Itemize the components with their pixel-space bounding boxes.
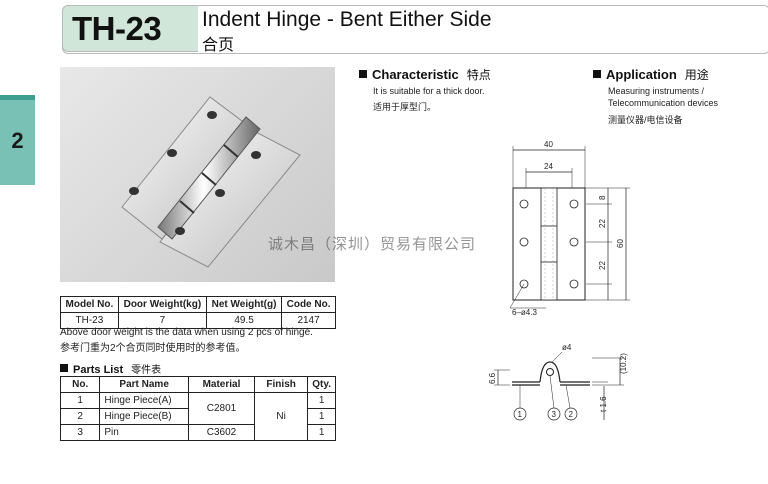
parts-list-heading: Parts List 零件表 bbox=[60, 361, 161, 376]
spec-col-model: Model No. bbox=[60, 296, 119, 313]
square-bullet-icon bbox=[593, 70, 601, 78]
dim-width-40: 40 bbox=[544, 140, 553, 149]
dim-height-60: 60 bbox=[616, 239, 625, 248]
application-heading: Application 用途 bbox=[593, 66, 709, 83]
table-row: 3 Pin C3602 1 bbox=[59, 424, 336, 441]
parts-col-name: Part Name bbox=[99, 376, 189, 393]
part-material-ab: C2801 bbox=[187, 392, 256, 425]
part-qty: 1 bbox=[307, 408, 336, 425]
part-name: Pin bbox=[99, 424, 189, 441]
watermark-text: 诚木昌（深圳）贸易有限公司 bbox=[268, 236, 477, 253]
model-title: TH-23 bbox=[72, 10, 162, 47]
parts-title-en: Parts List bbox=[73, 364, 124, 376]
callout-3: 3 bbox=[552, 410, 557, 419]
parts-col-finish: Finish bbox=[254, 376, 309, 393]
dim-6-6: 6.6 bbox=[488, 372, 497, 384]
application-text-en-2: Telecommunication devices bbox=[608, 98, 719, 108]
chapter-number: 2 bbox=[11, 128, 24, 153]
spec-model: TH-23 bbox=[60, 312, 119, 329]
dim-22-lower: 22 bbox=[598, 261, 607, 270]
note-en: Above door weight is the data when using… bbox=[60, 327, 313, 338]
application-text-en-1: Measuring instruments / bbox=[608, 86, 705, 96]
parts-col-no: No. bbox=[59, 376, 101, 393]
spec-table: Model No. Door Weight(kg) Net Weight(g) … bbox=[60, 296, 336, 329]
part-qty: 1 bbox=[307, 424, 336, 441]
dim-8: 8 bbox=[598, 195, 607, 200]
spec-col-code: Code No. bbox=[281, 296, 336, 313]
square-bullet-icon bbox=[359, 70, 367, 78]
front-view-drawing: 40 24 8 22 22 60 6–ø4.3 bbox=[509, 140, 630, 317]
product-title-en: Indent Hinge - Bent Either Side bbox=[202, 8, 492, 31]
application-title-en: Application bbox=[606, 67, 677, 82]
dim-10-2: (10.2) bbox=[619, 353, 628, 374]
product-photo bbox=[60, 67, 335, 282]
parts-col-qty: Qty. bbox=[307, 376, 336, 393]
chapter-tab-accent bbox=[0, 95, 35, 100]
part-no: 3 bbox=[59, 424, 101, 441]
characteristic-text-zh: 适用于厚型门。 bbox=[373, 102, 437, 112]
parts-title-zh: 零件表 bbox=[131, 365, 162, 376]
spec-header-row: Model No. Door Weight(kg) Net Weight(g) … bbox=[60, 296, 336, 313]
spec-col-door-weight: Door Weight(kg) bbox=[117, 296, 207, 313]
part-qty: 1 bbox=[307, 392, 336, 409]
dim-holes: 6–ø4.3 bbox=[512, 308, 537, 317]
part-name: Hinge Piece(B) bbox=[99, 408, 189, 425]
characteristic-title-en: Characteristic bbox=[372, 67, 459, 82]
characteristic-heading: Characteristic 特点 bbox=[359, 66, 491, 83]
characteristic-text-en: It is suitable for a thick door. bbox=[373, 86, 485, 96]
chapter-tab bbox=[0, 95, 35, 185]
part-finish: Ni bbox=[254, 392, 309, 441]
part-material-pin: C3602 bbox=[187, 424, 256, 441]
application-text-zh: 测量仪器/电信设备 bbox=[608, 115, 683, 125]
callout-1: 1 bbox=[518, 410, 523, 419]
dim-22-upper: 22 bbox=[598, 219, 607, 228]
side-view-drawing: ø4 (10.2) t 1.6 6.6 1 3 2 bbox=[488, 343, 628, 421]
parts-header-row: No. Part Name Material Finish Qty. bbox=[59, 376, 336, 393]
product-title-zh: 合页 bbox=[202, 37, 235, 54]
hinge-illustration bbox=[121, 96, 301, 268]
part-no: 1 bbox=[59, 392, 101, 409]
part-name: Hinge Piece(A) bbox=[99, 392, 189, 409]
application-title-zh: 用途 bbox=[684, 68, 709, 82]
callout-2: 2 bbox=[569, 410, 574, 419]
parts-table: No. Part Name Material Finish Qty. 1 Hin… bbox=[59, 376, 336, 441]
parts-col-material: Material bbox=[187, 376, 256, 393]
square-bullet-icon bbox=[60, 364, 68, 372]
header-model-band bbox=[62, 5, 198, 52]
dim-phi4: ø4 bbox=[562, 343, 572, 352]
characteristic-title-zh: 特点 bbox=[466, 68, 491, 82]
dim-width-24: 24 bbox=[544, 162, 553, 171]
spec-col-net-weight: Net Weight(g) bbox=[205, 296, 283, 313]
table-row: 1 Hinge Piece(A) C2801 Ni 1 bbox=[59, 392, 336, 441]
note-zh: 参考门重为2个合页同时使用时的参考值。 bbox=[60, 343, 246, 354]
spec-code: 2147 bbox=[281, 312, 336, 329]
part-no: 2 bbox=[59, 408, 101, 425]
dim-t1-6: t 1.6 bbox=[599, 396, 608, 412]
spec-data-row: TH-23 7 49.5 2147 bbox=[60, 312, 336, 329]
spec-net-weight: 49.5 bbox=[205, 312, 283, 329]
